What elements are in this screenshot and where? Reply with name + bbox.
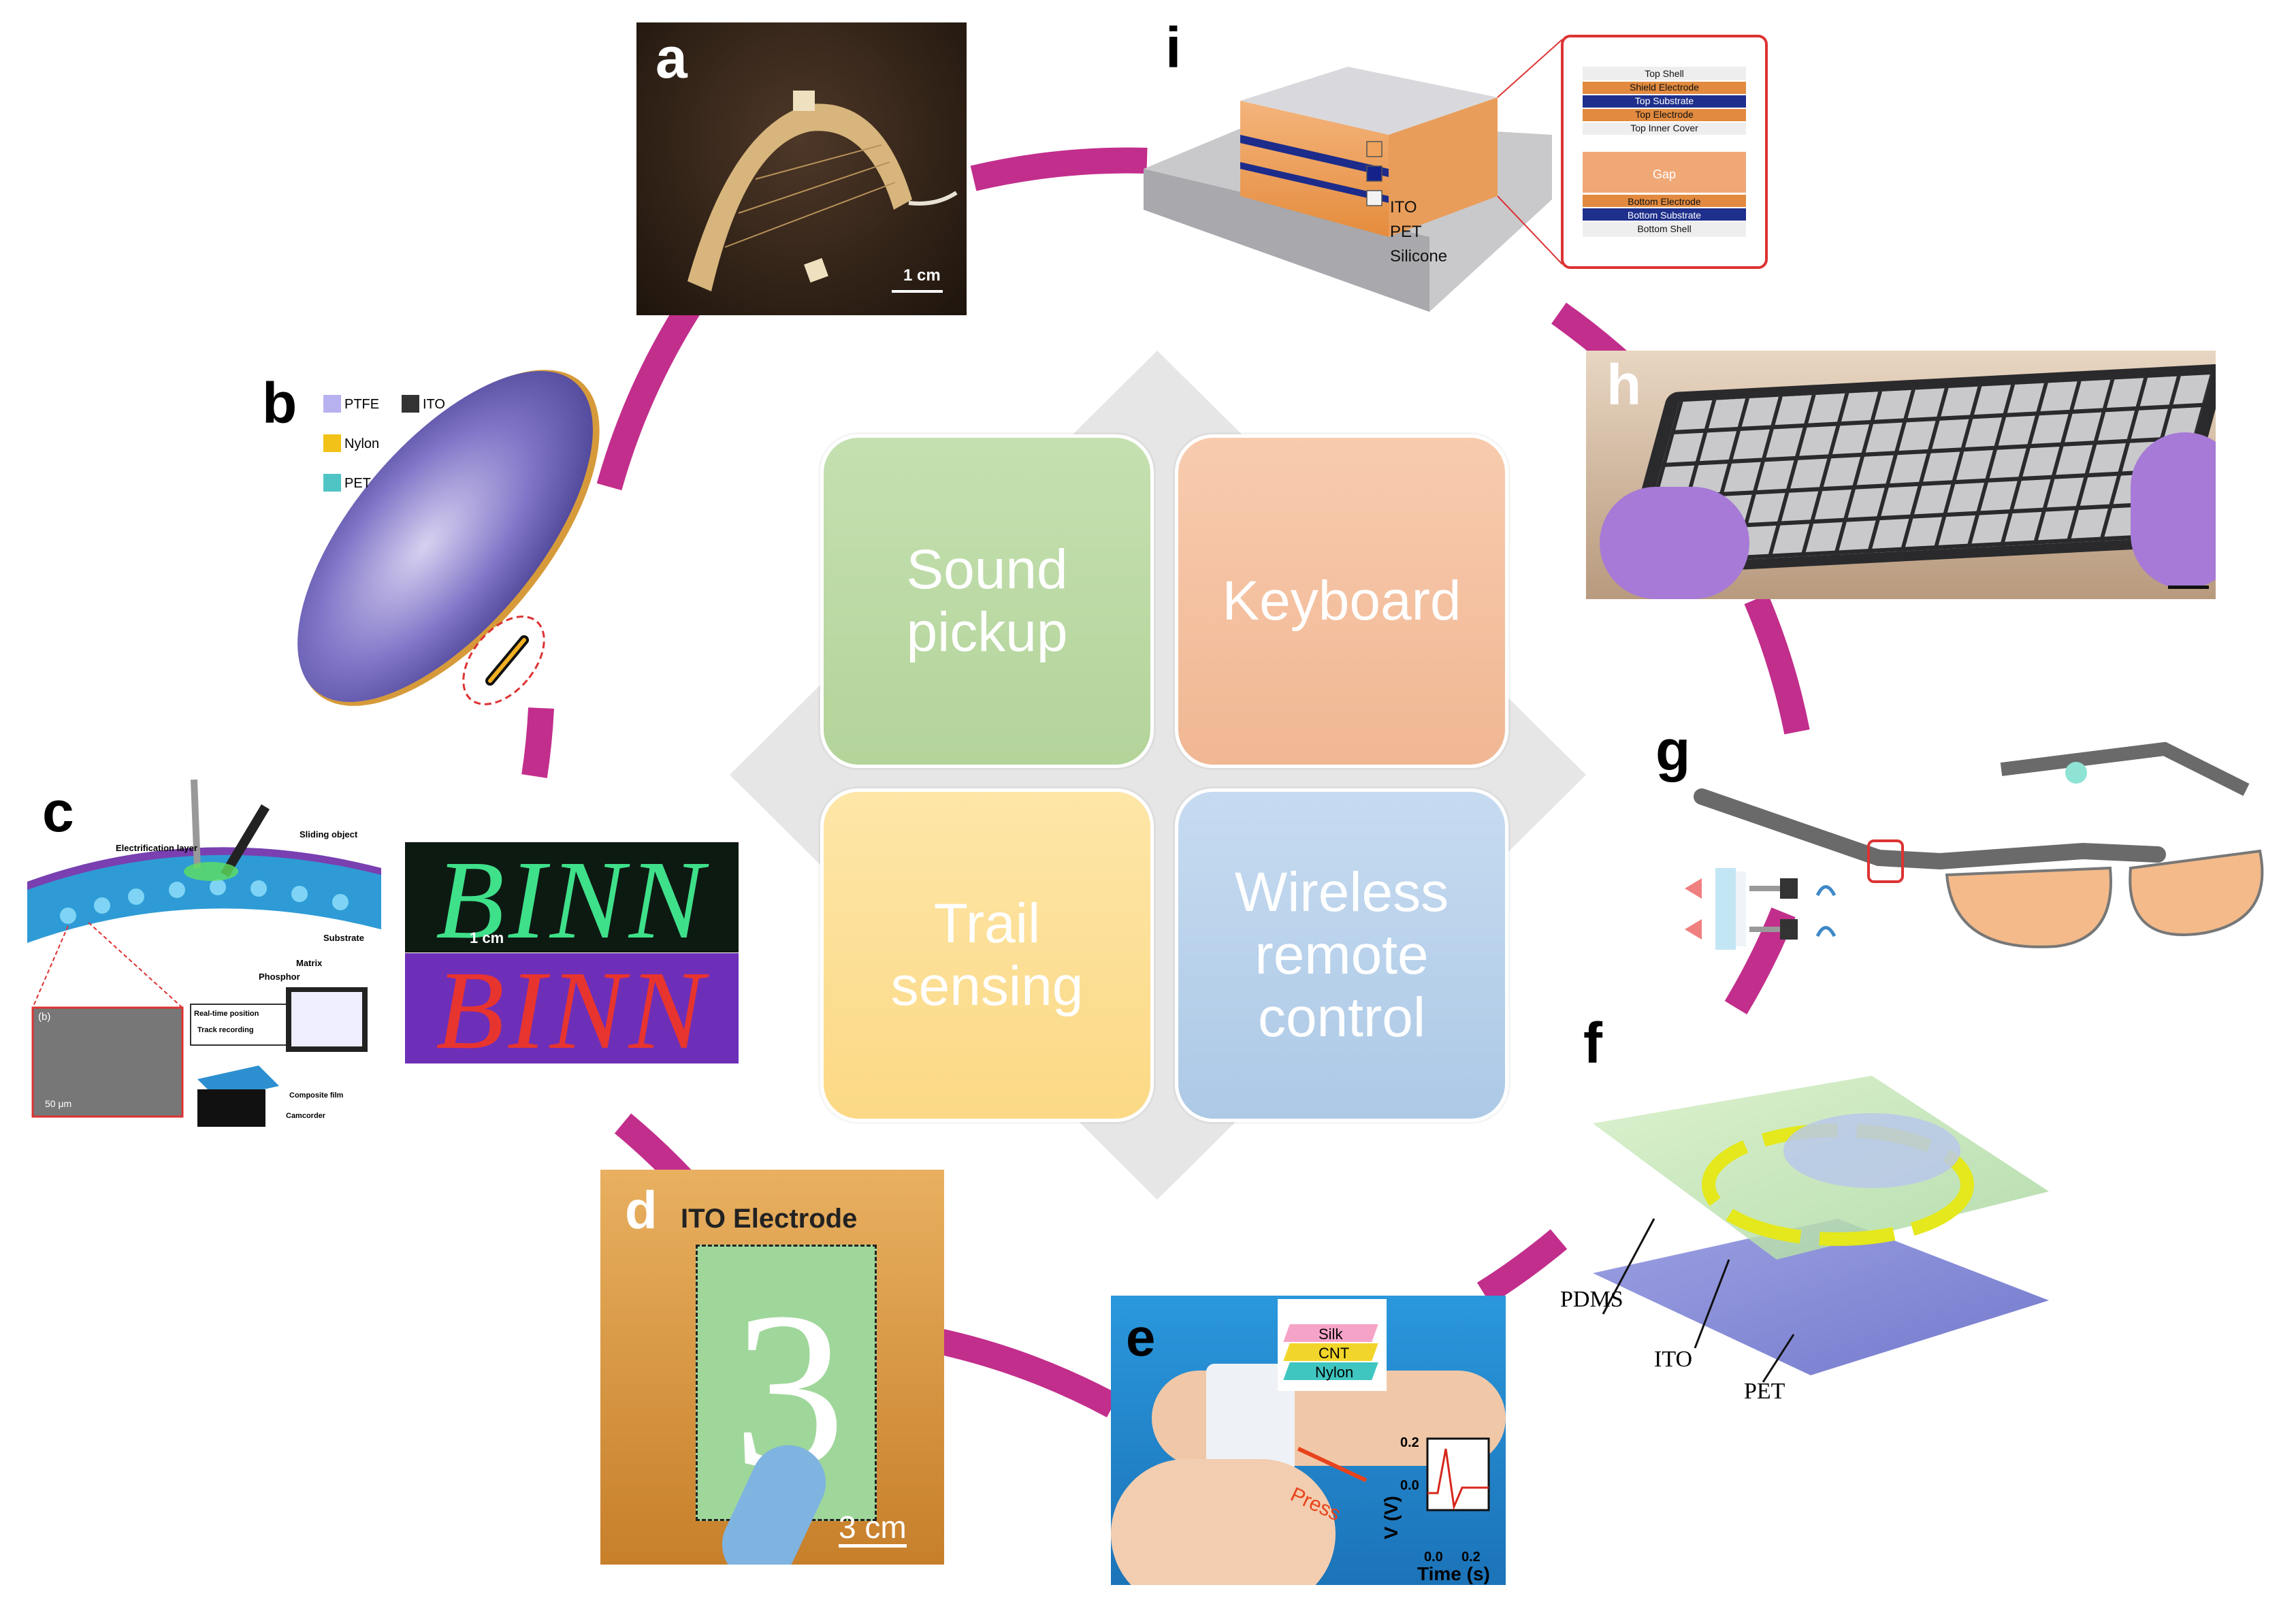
f-callout-pet: PET [1744,1379,1785,1404]
glasses-drawing [1685,741,2264,950]
film-stack-drawing [1593,1076,2049,1383]
quad-trail-sensing: Trail sensing [820,788,1154,1122]
e-y-tick-bottom: 0.0 [1400,1478,1419,1493]
binn-bottom-half [405,953,739,1063]
i-legend-silicone: Silicone [1390,247,1448,266]
f-callout-ito: ITO [1654,1347,1693,1372]
c-callout-realtime: Real-time position [194,1010,259,1018]
i-layer-labels: Top Shell Shield Electrode Top Substrate… [1583,67,1746,236]
curved-array-drawing [688,91,958,293]
panel-g-glasses: g [1647,722,2291,967]
c-callout-electrification: Electrification layer [116,843,197,853]
ring-arc-h-g [1744,594,1810,735]
c-callout-matrix: Matrix [296,958,323,968]
quad-wireless-remote: Wireless remote control [1175,788,1508,1122]
right-glove [2131,432,2216,589]
i-layer-top-electrode: Top Electrode [1635,109,1694,120]
c-sem-tag: (b) [38,1011,51,1023]
i-layer-top-shell: Top Shell [1645,68,1684,79]
e-x-tick-right: 0.2 [1461,1550,1481,1565]
i-layer-bottom-shell: Bottom Shell [1637,223,1692,234]
panel-c-schematic: Electrification layer Sliding object Sub… [27,780,395,1127]
c-callout-camcorder: Camcorder [286,1112,326,1120]
panel-b-label: b [262,371,297,435]
disk-drawing [297,370,600,706]
e-x-tick-left: 0.0 [1424,1550,1443,1565]
panel-g-label: g [1655,722,1691,782]
trail-sensing-schematic [27,780,381,1127]
quad-keyboard: Keyboard [1175,434,1508,768]
ring-arc-b-a [596,292,705,491]
e-layer-silk: Silk [1319,1326,1343,1343]
binn-top-text: BINN [436,842,708,962]
b-legend-ito: ITO [423,397,445,412]
quad-trail-label: Trail sensing [890,893,1084,1017]
e-signal-plot [1426,1437,1490,1511]
panel-f-label: f [1583,1014,1602,1075]
d-title: ITO Electrode [681,1204,858,1234]
ring-arc-c-b [521,707,554,778]
c-callout-sliding-object: Sliding object [300,829,358,839]
panel-e-photo: Silk CNT Nylon e Press V (V) 0.2 0.0 0.0… [1111,1296,1506,1585]
ring-arc-f-e [1476,1229,1568,1305]
panel-d-photo: 3 d ITO Electrode 3 cm [600,1170,944,1565]
panel-f-drawing: f PDMS ITO PET [1552,1014,2069,1443]
d-scale-text: 3 cm [839,1509,907,1545]
binn-bottom-text: BINN [436,948,708,1063]
d-scale-bar [839,1544,907,1548]
panel-b-disk: b PTFE ITO Nylon PET [259,354,613,722]
panel-d-label: d [625,1180,658,1240]
e-y-tick-top: 0.2 [1400,1435,1419,1450]
panel-a-photo: a 1 cm [636,22,967,315]
panel-i-structure: ITO PET Silicone Top Shell Shield Electr… [1144,33,1777,319]
quad-sound-label: Sound pickup [906,539,1068,663]
e-x-axis-label: Time (s) [1417,1563,1490,1584]
pressing-hand [1111,1459,1336,1585]
panel-a-scale-text: 1 cm [903,266,941,285]
i-legend-pet: PET [1390,223,1422,241]
i-layer-top-inner-cover: Top Inner Cover [1630,123,1698,133]
panel-e-label: e [1126,1307,1156,1367]
i-layer-bottom-electrode: Bottom Electrode [1628,196,1701,207]
c-callout-track: Track recording [197,1026,254,1034]
panel-c-label: c [42,780,74,844]
ring-arc-e-d [936,1328,1120,1418]
panel-h-keyboard-photo: h [1586,351,2216,599]
panel-c-binn-photo: BINN BINN 1 cm [405,842,739,1063]
c-callout-substrate: Substrate [323,933,364,943]
panel-i-label: i [1165,16,1182,80]
i-layer-top-substrate: Top Substrate [1634,95,1694,106]
panel-a-label: a [656,26,688,90]
h-scale-bar [2168,586,2209,589]
i-layer-bottom-substrate: Bottom Substrate [1627,210,1702,221]
i-layer-gap: Gap [1652,167,1677,181]
b-legend-ptfe: PTFE [344,397,380,412]
binn-scale-text: 1 cm [470,929,504,946]
layered-structure-drawing [1144,35,1768,312]
connecting-ring [521,147,1810,1418]
quad-sound-pickup: Sound pickup [820,434,1154,768]
e-layer-cnt: CNT [1319,1345,1350,1362]
c-callout-phosphor: Phosphor [259,972,300,982]
c-sem-scale: 50 μm [45,1098,72,1109]
left-glove [1600,487,1749,599]
b-legend-nylon: Nylon [344,436,380,451]
c-callout-composite: Composite film [289,1091,344,1100]
binn-top-half [405,842,739,952]
e-layer-nylon: Nylon [1315,1364,1354,1381]
quad-keyboard-label: Keyboard [1222,570,1461,633]
b-legend-pet: PET [344,476,371,491]
ring-arc-a-i [970,147,1148,191]
ring-arc-g-f [1724,907,1796,1014]
e-y-axis-label: V (V) [1380,1496,1402,1539]
quad-wireless-label: Wireless remote control [1234,861,1449,1048]
i-legend-ito: ITO [1390,198,1417,217]
f-callout-pdms: PDMS [1560,1287,1623,1312]
i-layer-shield-electrode: Shield Electrode [1630,82,1699,93]
panel-h-label: h [1606,353,1642,417]
